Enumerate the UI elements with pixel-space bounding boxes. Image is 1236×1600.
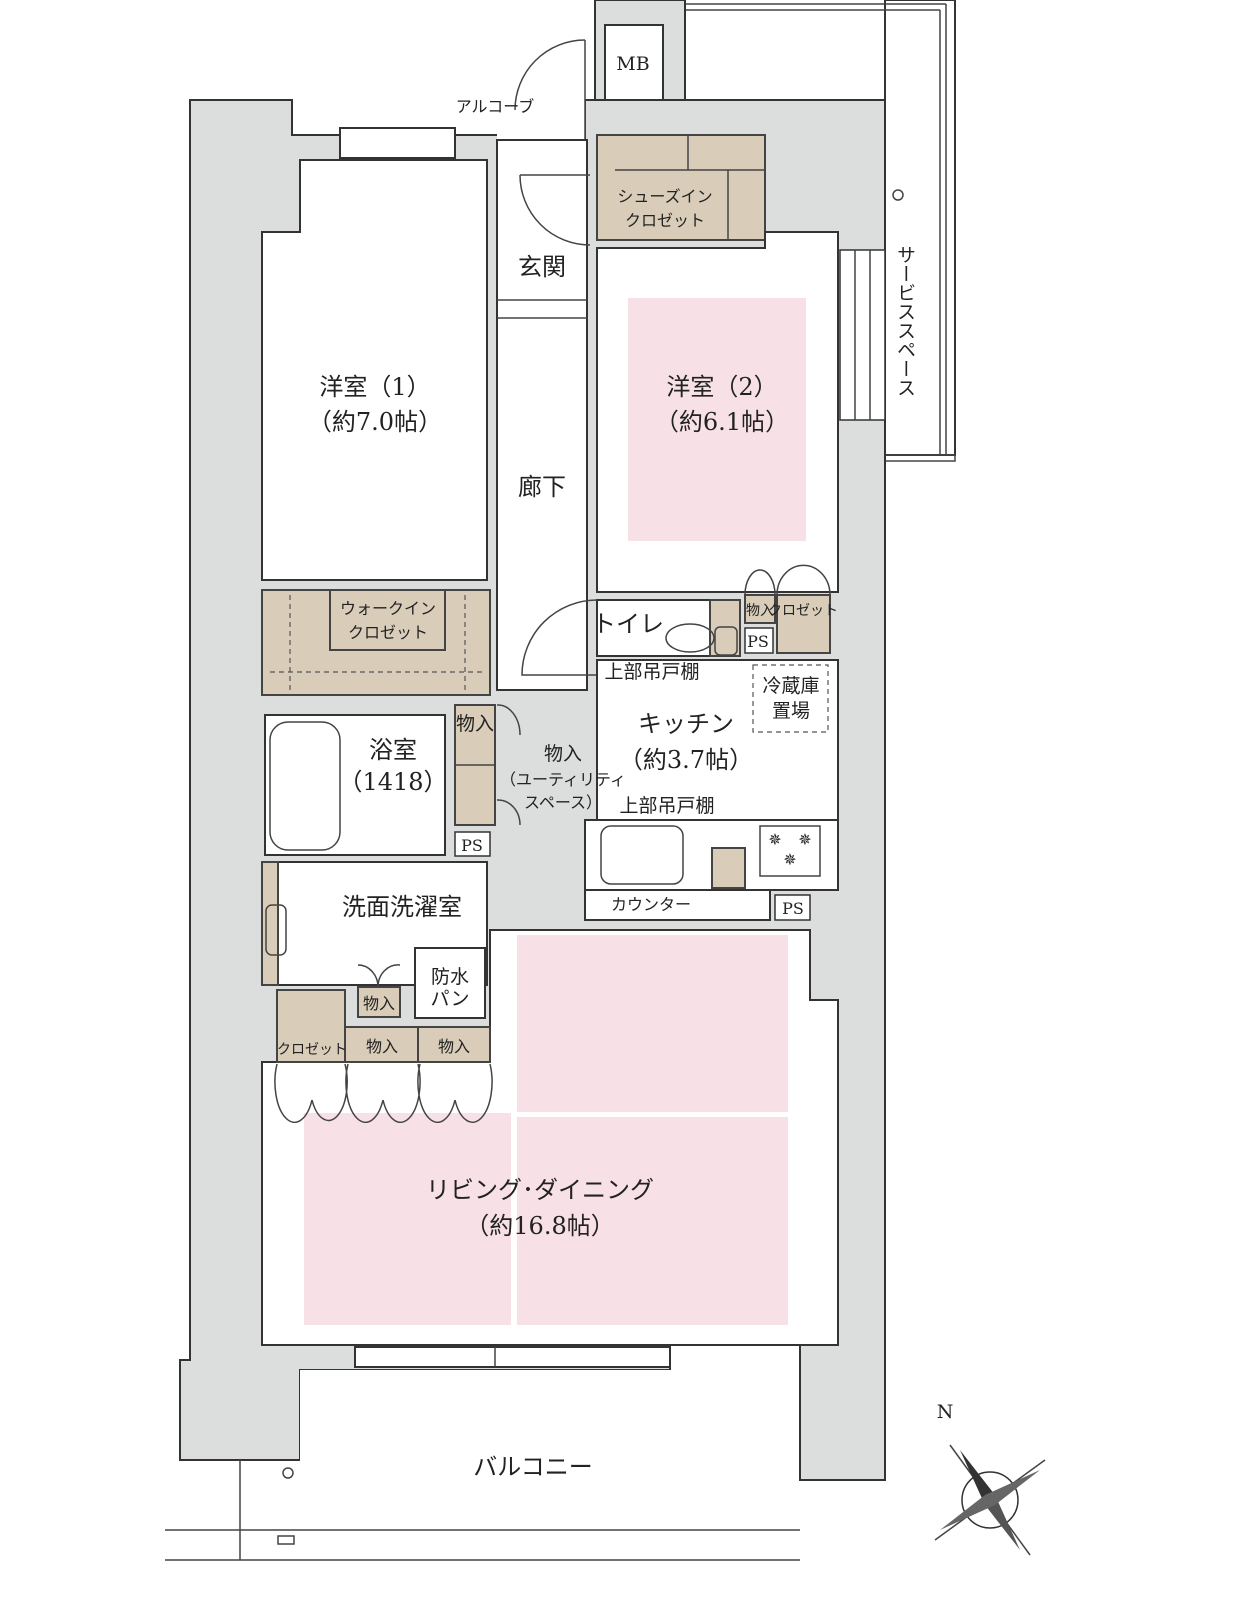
bedroom2-size: （約6.1帖） xyxy=(655,408,789,436)
bedroom1-name: 洋室（1） xyxy=(319,373,430,401)
storage-closet-toilet xyxy=(744,594,776,624)
shoe-closet-door[interactable] xyxy=(519,174,591,246)
storage-label: 物入 xyxy=(438,1037,470,1056)
bedroom1-size: （約7.0帖） xyxy=(308,408,442,436)
wic-label: ウォークイン xyxy=(340,599,436,618)
washroom-label: 洗面洗濯室 xyxy=(342,893,462,921)
toilet-icon xyxy=(665,623,715,653)
ps-label: PS xyxy=(747,632,769,651)
counter-label: カウンター xyxy=(611,895,691,914)
living-furniture-zone xyxy=(304,1113,511,1325)
utility-label: （ユーティリティ xyxy=(500,770,626,789)
waterproof-pan-label: 防水 xyxy=(431,966,469,988)
kitchen-name: キッチン xyxy=(638,710,734,738)
fridge-label: 冷蔵庫 xyxy=(762,675,819,697)
living-size: （約16.8帖） xyxy=(465,1212,614,1240)
burner-icon: ✵ xyxy=(798,830,811,849)
closet-label: クロゼット xyxy=(277,1042,347,1058)
svg-text:サービススペース: サービススペース xyxy=(894,245,916,397)
sink-icon xyxy=(600,825,684,885)
kitchen-size: （約3.7帖） xyxy=(619,746,753,774)
entrance-label: 玄関 xyxy=(518,253,566,281)
closet-label: クロゼット xyxy=(768,603,838,619)
burner-icon: ✵ xyxy=(768,830,781,849)
bathroom-area xyxy=(264,714,446,856)
fridge-space xyxy=(752,664,829,733)
service-space-label: サービススペース xyxy=(894,245,916,397)
hallway-label: 廊下 xyxy=(518,473,566,501)
living-name: リビング･ダイニング xyxy=(426,1176,654,1204)
bedroom2-name: 洋室（2） xyxy=(666,373,777,401)
hallway-area xyxy=(496,139,588,691)
mb-box xyxy=(604,24,664,101)
toilet-door[interactable] xyxy=(521,599,598,676)
bath-name: 浴室 xyxy=(369,736,417,764)
compass-rose-icon: N xyxy=(934,1401,1046,1556)
wic-label: クロゼット xyxy=(348,623,428,642)
stove-icon xyxy=(759,825,821,877)
storage-label: 物入 xyxy=(366,1037,398,1056)
fridge-label: 置場 xyxy=(772,700,810,722)
upper-cabinet-label: 上部吊戸棚 xyxy=(604,661,699,683)
utility-label: スペース） xyxy=(524,793,602,812)
storage-label: 物入 xyxy=(363,994,395,1013)
waterproof-pan xyxy=(414,947,486,1019)
living-furniture-zone xyxy=(517,935,788,1112)
burner-icon: ✵ xyxy=(783,850,796,869)
toilet-label: トイレ xyxy=(592,610,664,638)
ps-label: PS xyxy=(461,836,483,855)
balcony-label: バルコニー xyxy=(473,1453,593,1481)
bath-size: （1418） xyxy=(338,768,447,796)
bathtub-icon xyxy=(269,721,341,851)
north-label: N xyxy=(937,1401,954,1423)
storage-label: 物入 xyxy=(746,603,774,619)
mb-label: MB xyxy=(616,53,649,75)
waterproof-pan-label: パン xyxy=(431,988,470,1010)
balcony-area xyxy=(300,1370,780,1480)
living-window[interactable] xyxy=(354,1346,671,1368)
alcove-label: アルコーブ xyxy=(456,97,535,116)
utility-label: 物入 xyxy=(544,743,582,765)
ps-label: PS xyxy=(782,899,804,918)
upper-cabinet-label: 上部吊戸棚 xyxy=(619,795,714,817)
shoe-closet-label: シューズイン xyxy=(617,187,712,206)
storage-living-1 xyxy=(344,1026,419,1063)
storage-living-2 xyxy=(417,1026,491,1063)
bedroom1-area xyxy=(261,159,488,581)
closet-bedroom2 xyxy=(776,594,831,654)
bedroom1-window[interactable] xyxy=(339,127,456,159)
service-space-area xyxy=(685,0,956,462)
bedroom2-furniture-zone xyxy=(628,298,806,541)
wash-basin-icon xyxy=(265,904,287,956)
bedroom2-window[interactable] xyxy=(839,249,886,421)
storage-label: 物入 xyxy=(456,713,494,735)
shoe-closet xyxy=(596,134,766,241)
shoe-closet-label: クロゼット xyxy=(625,211,705,230)
entrance-door-swing[interactable] xyxy=(514,39,586,111)
alcove-area xyxy=(497,0,585,140)
living-furniture-zone xyxy=(517,1117,788,1325)
